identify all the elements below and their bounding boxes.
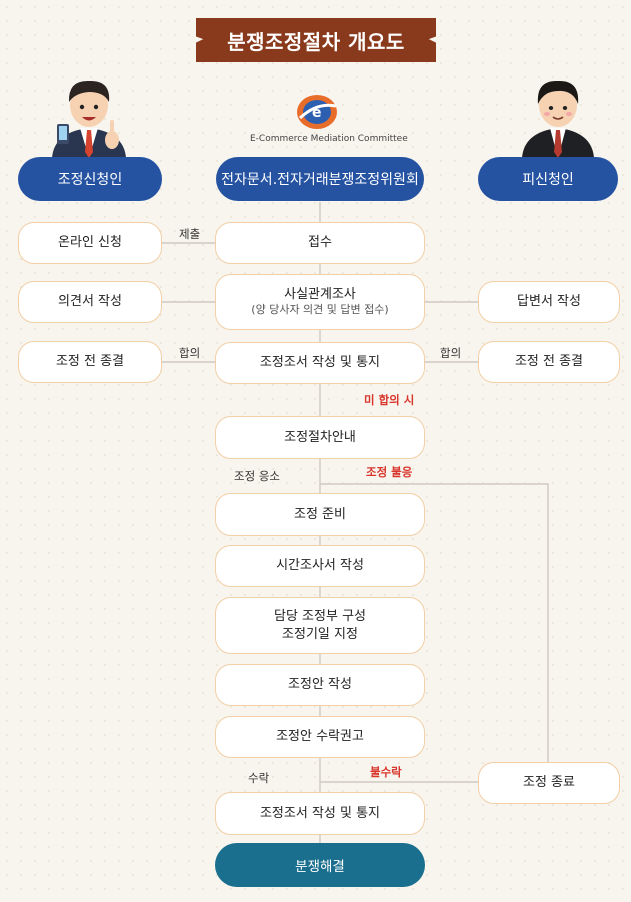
committee-logo-caption: E-Commerce Mediation Committee [250, 134, 408, 144]
accept-label: 수락 [248, 771, 270, 785]
mediation-end-box: 조정 종료 [478, 762, 620, 804]
committee-header: 전자문서.전자거래분쟁조정위원회 [216, 157, 424, 201]
answer-writing-box: 답변서 작성 [478, 281, 620, 323]
submit-label: 제출 [179, 227, 201, 241]
svg-text:e: e [312, 105, 322, 121]
panel-assignment-box: 담당 조정부 구성 조정기일 지정 [215, 597, 425, 654]
time-report-box: 시간조사서 작성 [215, 545, 425, 587]
mediation-refuse-label: 조정 불응 [366, 465, 413, 479]
acceptance-recommendation-box: 조정안 수락권고 [215, 716, 425, 758]
refuse-label: 불수락 [370, 765, 402, 779]
agree-label-left: 합의 [179, 346, 201, 360]
report-notice-box-1: 조정조서 작성 및 통지 [215, 342, 425, 384]
draft-writing-box: 조정안 작성 [215, 664, 425, 706]
no-agreement-label: 미 합의 시 [364, 393, 415, 407]
mediation-accept-label: 조정 응소 [234, 469, 280, 483]
dispute-resolved-pill: 분쟁해결 [215, 843, 425, 887]
receipt-box: 접수 [215, 222, 425, 264]
report-notice-box-2: 조정조서 작성 및 통지 [215, 792, 425, 835]
applicant-person-icon [52, 80, 126, 158]
respondent-person-icon [522, 80, 594, 158]
page-title: 분쟁조정절차 개요도 [196, 18, 436, 62]
agree-label-right: 합의 [440, 346, 462, 360]
fact-investigation-box: 사실관계조사 (양 당사자 의견 및 답변 접수) [215, 274, 425, 330]
procedure-guide-box: 조정절차안내 [215, 416, 425, 459]
respondent-header: 피신청인 [478, 157, 618, 201]
left-pre-termination-box: 조정 전 종결 [18, 341, 162, 383]
mediation-prep-box: 조정 준비 [215, 493, 425, 536]
opinion-writing-box: 의견서 작성 [18, 281, 162, 323]
online-application-box: 온라인 신청 [18, 222, 162, 264]
committee-logo-icon: e [297, 95, 337, 129]
right-pre-termination-box: 조정 전 종결 [478, 341, 620, 383]
applicant-header: 조정신청인 [18, 157, 162, 201]
